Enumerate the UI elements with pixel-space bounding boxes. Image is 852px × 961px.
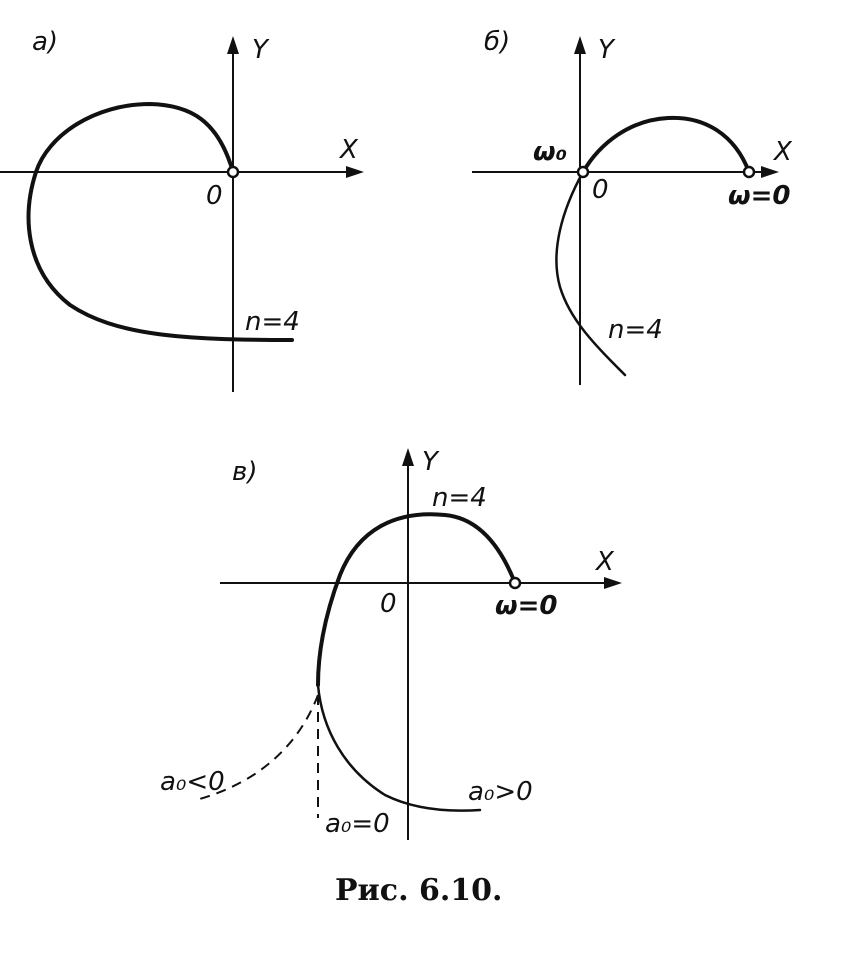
panel-c-omega-zero-label: ω=0	[495, 591, 557, 621]
panel-c-x-arrow	[604, 577, 622, 589]
panel-c: в) Y X 0 ω=0 n=4 a₀<0 a₀=0 a₀>0	[160, 447, 622, 840]
panel-c-y-label: Y	[422, 447, 440, 477]
panel-a-curve	[26, 102, 294, 342]
panel-c-curve-label: n=4	[432, 483, 487, 513]
panel-a-origin-point	[226, 165, 240, 179]
panel-c-curve-upper	[316, 512, 517, 687]
panel-a-x-arrow	[346, 166, 364, 178]
panel-c-curve-a0-pos	[316, 683, 482, 812]
panel-b-curve-lower	[555, 170, 627, 377]
figure-caption: Рис. 6.10.	[335, 873, 502, 908]
panel-c-a0-neg-label: a₀<0	[160, 767, 225, 797]
panel-a-x-label: X	[338, 135, 359, 165]
panel-c-a0-pos-label: a₀>0	[468, 777, 533, 807]
panel-b-curve-label: n=4	[608, 315, 663, 345]
panel-b: б) Y X 0 ω₀ ω=0 n=4	[472, 27, 793, 385]
panel-b-x-arrow	[761, 166, 779, 178]
panel-c-x-label: X	[594, 547, 615, 577]
panel-b-y-label: Y	[598, 35, 616, 65]
panel-c-origin: 0	[380, 589, 397, 619]
panel-a-origin: 0	[206, 181, 223, 211]
panel-c-omega-zero-point	[508, 576, 522, 590]
panel-c-curve-a0-neg	[195, 694, 319, 801]
panel-a-letter: a)	[32, 27, 58, 57]
panel-a-curve-label: n=4	[245, 307, 300, 337]
panel-b-x-label: X	[772, 137, 793, 167]
panel-b-omega0-label: ω₀	[533, 137, 567, 167]
panel-c-y-arrow	[402, 448, 414, 466]
panel-c-a0-zero-label: a₀=0	[325, 809, 390, 839]
panel-a-y-arrow	[227, 36, 239, 54]
panel-b-omega-zero-label: ω=0	[728, 181, 790, 211]
panel-b-origin: 0	[592, 175, 609, 205]
panel-b-omega0-point	[576, 165, 590, 179]
panel-b-letter: б)	[484, 27, 510, 57]
panel-b-curve-upper	[581, 115, 751, 174]
panel-b-y-arrow	[574, 36, 586, 54]
panel-c-letter: в)	[232, 457, 257, 487]
panel-a: a) Y X 0 n=4	[0, 27, 364, 392]
panel-a-y-label: Y	[252, 35, 270, 65]
panel-b-omega-zero-point	[742, 165, 756, 179]
